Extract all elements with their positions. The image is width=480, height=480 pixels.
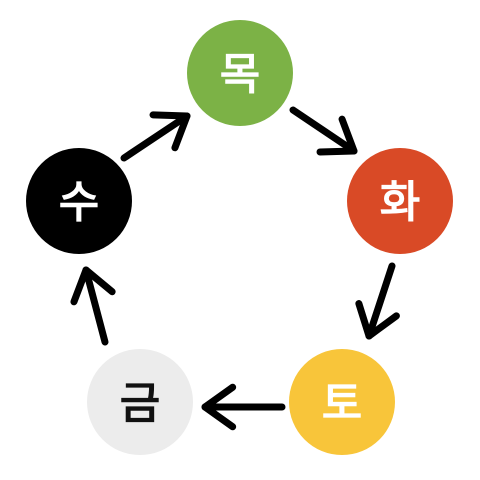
arrow-water-to-wood xyxy=(120,111,191,162)
arrow-metal-to-water xyxy=(70,266,116,346)
node-metal-circle xyxy=(87,349,193,455)
arrow-head xyxy=(355,300,400,340)
node-metal: 금 xyxy=(87,349,193,455)
node-fire: 화 xyxy=(347,148,453,254)
node-wood-circle xyxy=(187,20,293,126)
node-metal-label: 금 xyxy=(120,378,160,429)
arrow-head xyxy=(70,266,116,306)
arrow-shaft xyxy=(82,266,109,346)
arrow-fire-to-earth xyxy=(355,262,400,340)
node-water: 수 xyxy=(26,148,132,254)
arrows-layer xyxy=(70,106,400,431)
node-water-label: 수 xyxy=(59,177,99,228)
arrow-shaft xyxy=(365,262,396,340)
node-fire-label: 화 xyxy=(380,177,420,228)
node-earth-label: 토 xyxy=(322,378,362,429)
node-fire-circle xyxy=(347,148,453,254)
node-earth-circle xyxy=(289,349,395,455)
arrow-head xyxy=(201,383,237,431)
node-water-circle xyxy=(26,148,132,254)
arrow-wood-to-fire xyxy=(289,106,358,156)
node-earth: 토 xyxy=(289,349,395,455)
arrow-head xyxy=(149,111,191,152)
node-wood-label: 목 xyxy=(220,49,260,100)
arrow-shaft xyxy=(120,112,191,162)
arrow-shaft xyxy=(289,106,358,155)
node-wood: 목 xyxy=(187,20,293,126)
arrow-head xyxy=(316,115,358,156)
arrow-earth-to-metal xyxy=(201,383,286,431)
